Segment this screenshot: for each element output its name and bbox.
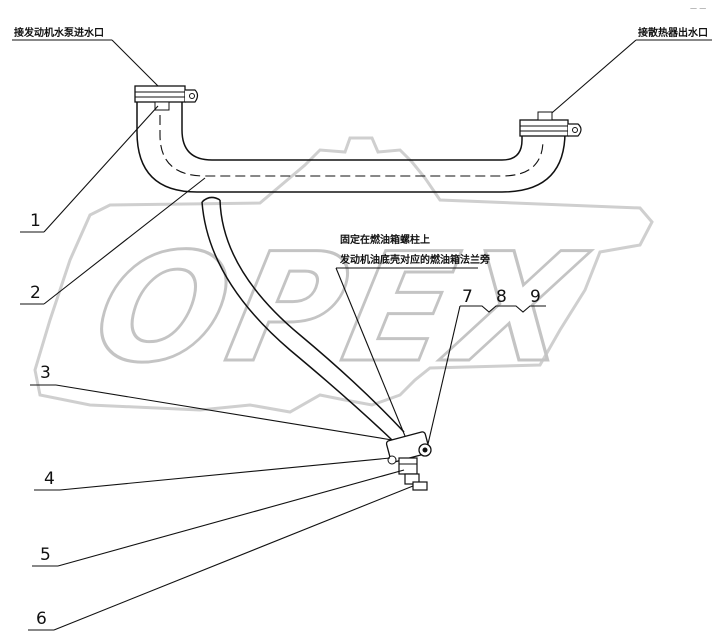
callout-2-leader (43, 177, 206, 305)
callout-4-leader (59, 457, 391, 491)
opex-watermark: OPEX (33, 136, 654, 414)
watermark-text: OPEX (81, 221, 599, 396)
water-pipe-centerline (159, 100, 544, 177)
callout-5: 5 (40, 545, 51, 565)
mount-note-line-2: 发动机油底壳对应的燃油箱法兰旁 (339, 253, 490, 266)
callout-6-leader (53, 485, 414, 631)
callout-3-leader (55, 384, 393, 441)
water-pipe-inner (181, 100, 523, 161)
callout-2: 2 (30, 283, 41, 303)
callout-7: 7 (462, 287, 473, 307)
callout-9: 9 (530, 287, 541, 307)
right-hose-clamp (519, 111, 582, 137)
callout-4: 4 (44, 469, 55, 489)
water-pipe-outer (136, 100, 566, 193)
callout-789-leader (427, 305, 461, 445)
water-pipe-assembly (134, 85, 582, 193)
inlet-annotation: 接发动机水泵进水口 (14, 26, 104, 39)
outlet-leader (545, 39, 637, 119)
outlet-annotation: 接散热器出水口 (638, 26, 708, 39)
mount-note-line-1: 固定在燃油箱螺柱上 (340, 233, 430, 246)
watermark-gear-outline (33, 136, 654, 414)
mount-note-leader (335, 267, 406, 437)
left-hose-clamp (134, 85, 199, 111)
corner-mark: — — (690, 4, 706, 12)
inlet-leader (111, 39, 159, 87)
valve-fitting (385, 431, 432, 491)
callout-1: 1 (30, 211, 41, 231)
callout-1-leader (43, 105, 159, 233)
callout-8: 8 (496, 287, 507, 307)
callout-6: 6 (36, 609, 47, 629)
callout-789-bracket (460, 305, 546, 313)
callout-5-leader (57, 469, 405, 567)
drain-hose (201, 196, 405, 441)
callout-3: 3 (40, 363, 51, 383)
